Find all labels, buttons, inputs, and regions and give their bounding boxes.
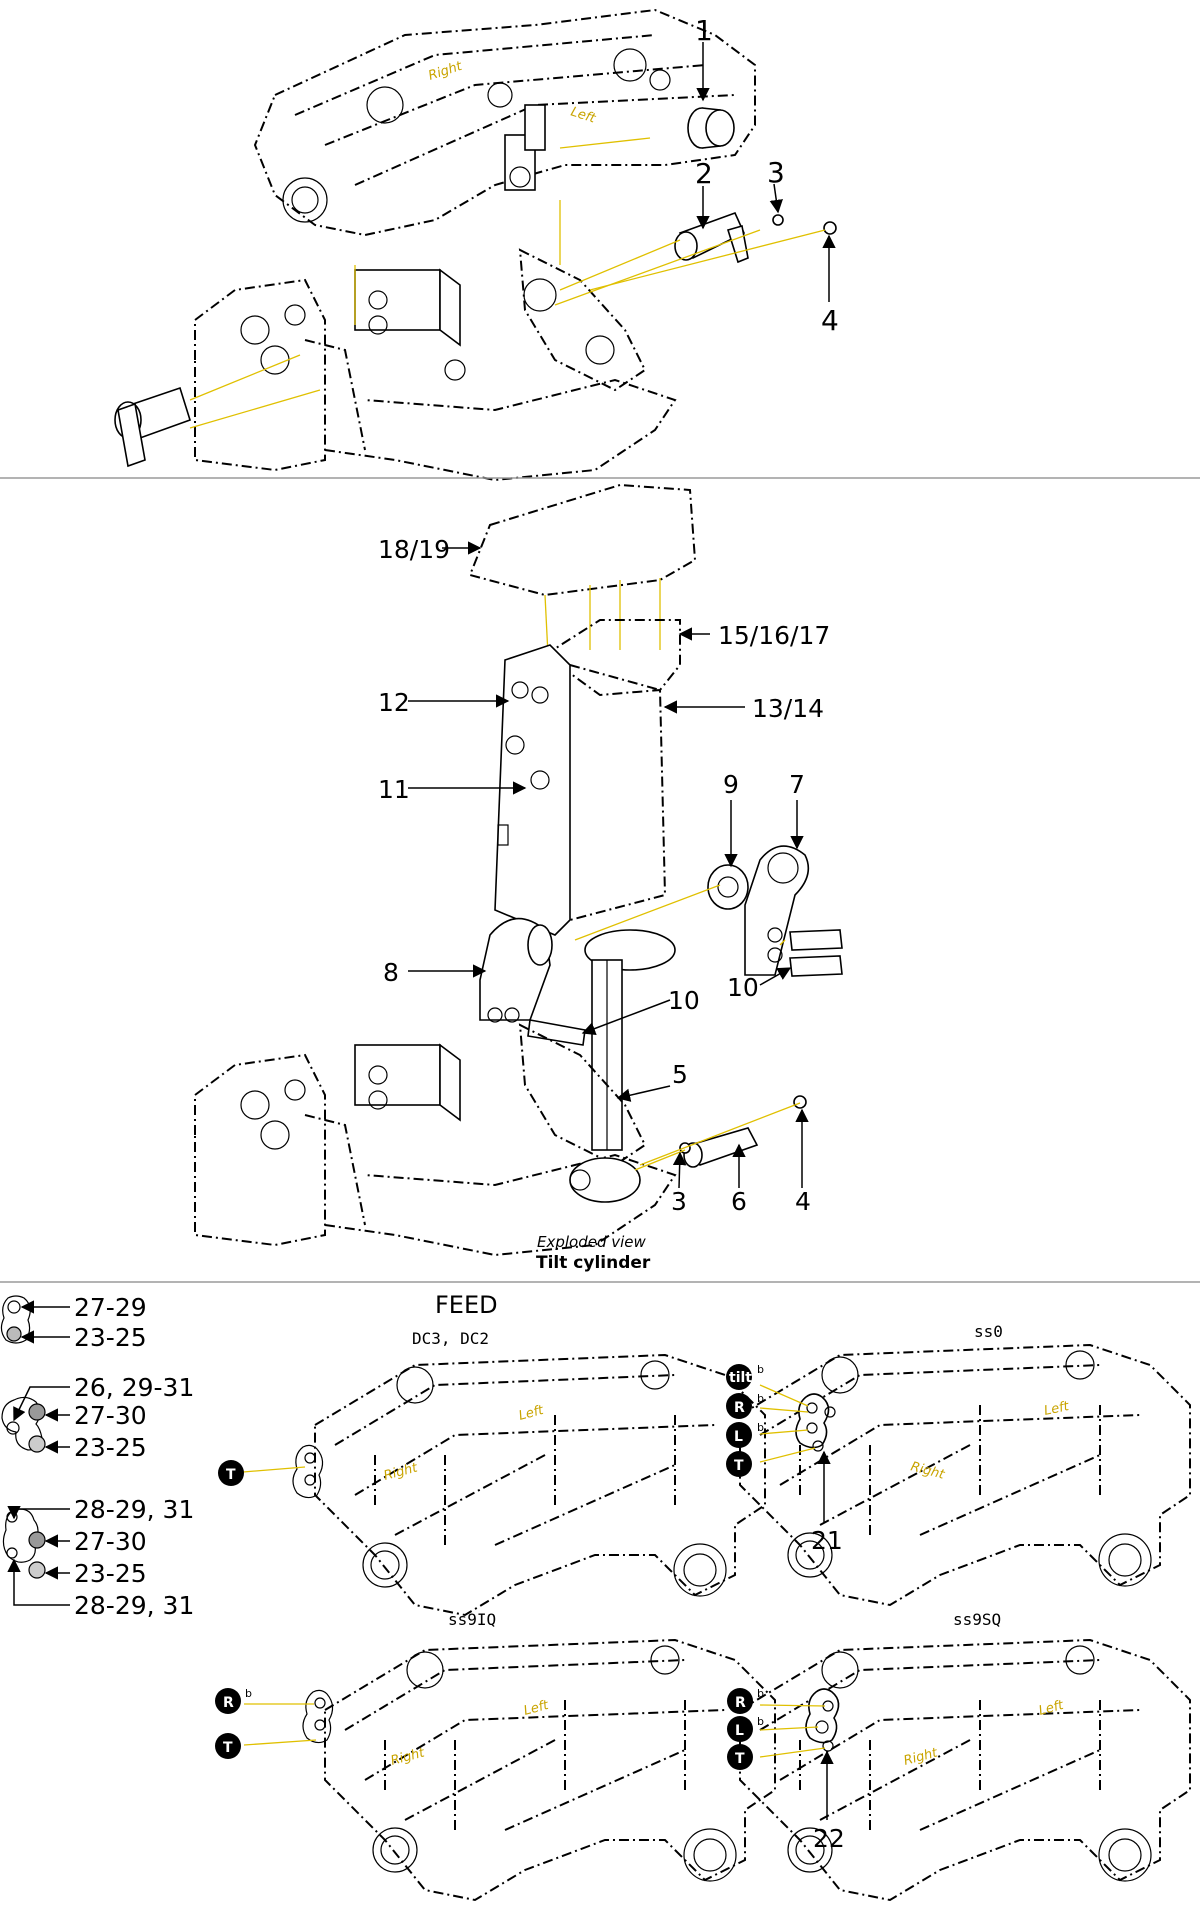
frame-ss0: Right Left tilt b R b L b T 21: [726, 1344, 1191, 1606]
sup-b-r-ss9sq: b: [757, 1687, 764, 1700]
port-badge-t-ss9iq: T: [223, 1740, 233, 1756]
frame-label-left-ss9sq: Left: [1037, 1698, 1066, 1719]
part-label-13-14: 13/14: [752, 694, 824, 723]
feed-subtitle: DC3, DC2: [412, 1329, 489, 1348]
feed-title: FEED: [435, 1291, 498, 1319]
legend-3-a: 28-29, 31: [74, 1495, 194, 1524]
part-label-12: 12: [378, 688, 410, 717]
sup-b-l: b: [757, 1421, 764, 1434]
part-label-10-left: 10: [668, 986, 700, 1015]
frame-label-right-ss0: Right: [909, 1459, 947, 1483]
legend-2-a: 26, 29-31: [74, 1373, 194, 1402]
pin-2: [674, 211, 749, 264]
part-label-22: 22: [813, 1824, 845, 1853]
frame-label-right-ss9iq: Right: [389, 1745, 427, 1769]
frame-dc3: Right Left T: [218, 1354, 766, 1616]
frame-label-left-dc3: Left: [517, 1403, 546, 1424]
sup-b-r: b: [757, 1392, 764, 1405]
frame-label-right-dc3: Right: [382, 1460, 420, 1484]
nipple-3: [772, 214, 784, 226]
frame-label-left-ss9iq: Left: [522, 1698, 551, 1719]
sup-b-l-ss9sq: b: [757, 1715, 764, 1728]
bushing-1: [687, 107, 735, 149]
frame-ss9sq: Right Left R b L b T 22: [727, 1639, 1191, 1901]
part-label-4-mid: 4: [795, 1187, 811, 1216]
part-label-10-right: 10: [727, 973, 759, 1002]
port-badge-r-ss0: R: [734, 1400, 745, 1416]
legend-3-b: 27-30: [74, 1527, 147, 1556]
sup-b-r-ss9iq: b: [245, 1687, 252, 1700]
port-badge-t-dc3: T: [226, 1467, 236, 1483]
port-legend: 27-29 23-25 26, 29-31 27-30 23-25 28-29,…: [0, 1293, 194, 1620]
port-badge-l-ss9sq: L: [735, 1723, 744, 1739]
frame-ss9iq: Right Left R b T: [215, 1639, 776, 1901]
part-label-1: 1: [695, 14, 713, 47]
port-badge-tilt-ss0: tilt: [729, 1370, 752, 1386]
part-label-2: 2: [695, 157, 713, 190]
legend-2-c: 23-25: [74, 1433, 147, 1462]
port-badge-r-ss9iq: R: [223, 1695, 234, 1711]
port-badge-t-ss9sq: T: [735, 1751, 745, 1767]
part-label-3: 3: [767, 156, 785, 189]
legend-1-a: 27-29: [74, 1293, 147, 1322]
port-badge-t-ss0: T: [734, 1458, 744, 1474]
part-label-5: 5: [672, 1060, 688, 1089]
caption-exploded-view: Exploded view: [537, 1233, 647, 1251]
legend-1-b: 23-25: [74, 1323, 147, 1352]
variant-ss9sq-label: ss9SQ: [953, 1610, 1001, 1629]
part-label-7: 7: [789, 770, 805, 799]
frame-label-right-top: Right: [427, 59, 465, 84]
frame-label-left-ss0: Left: [1043, 1399, 1071, 1419]
legend-3-d: 28-29, 31: [74, 1591, 194, 1620]
part-label-18-19: 18/19: [378, 535, 450, 564]
caption-tilt-cylinder: Tilt cylinder: [536, 1253, 651, 1273]
port-badge-l-ss0: L: [734, 1429, 743, 1445]
screw-4: [823, 221, 837, 235]
frame-label-left-top: Left: [569, 105, 598, 127]
legend-3-c: 23-25: [74, 1559, 147, 1588]
part-label-9: 9: [723, 770, 739, 799]
top-assembly: Right Left: [114, 8, 839, 482]
variant-ss9iq-label: ss9IQ: [448, 1610, 496, 1629]
legend-2-b: 27-30: [74, 1401, 147, 1430]
part-label-15-16-17: 15/16/17: [718, 621, 830, 650]
part-label-4: 4: [821, 304, 839, 337]
part-label-3-mid: 3: [671, 1187, 687, 1216]
pin-left: [114, 386, 191, 468]
part-label-11: 11: [378, 775, 410, 804]
sup-b-tilt: b: [757, 1363, 764, 1376]
tilt-cylinder-assembly: 18/19 15/16/17 12 13/14 11 9 7 8 10 10 5…: [194, 483, 843, 1273]
part-label-21: 21: [811, 1526, 843, 1555]
variant-ss0-label: ss0: [974, 1322, 1003, 1341]
part-label-8: 8: [383, 958, 399, 987]
port-badge-r-ss9sq: R: [735, 1695, 746, 1711]
part-label-6: 6: [731, 1187, 747, 1216]
